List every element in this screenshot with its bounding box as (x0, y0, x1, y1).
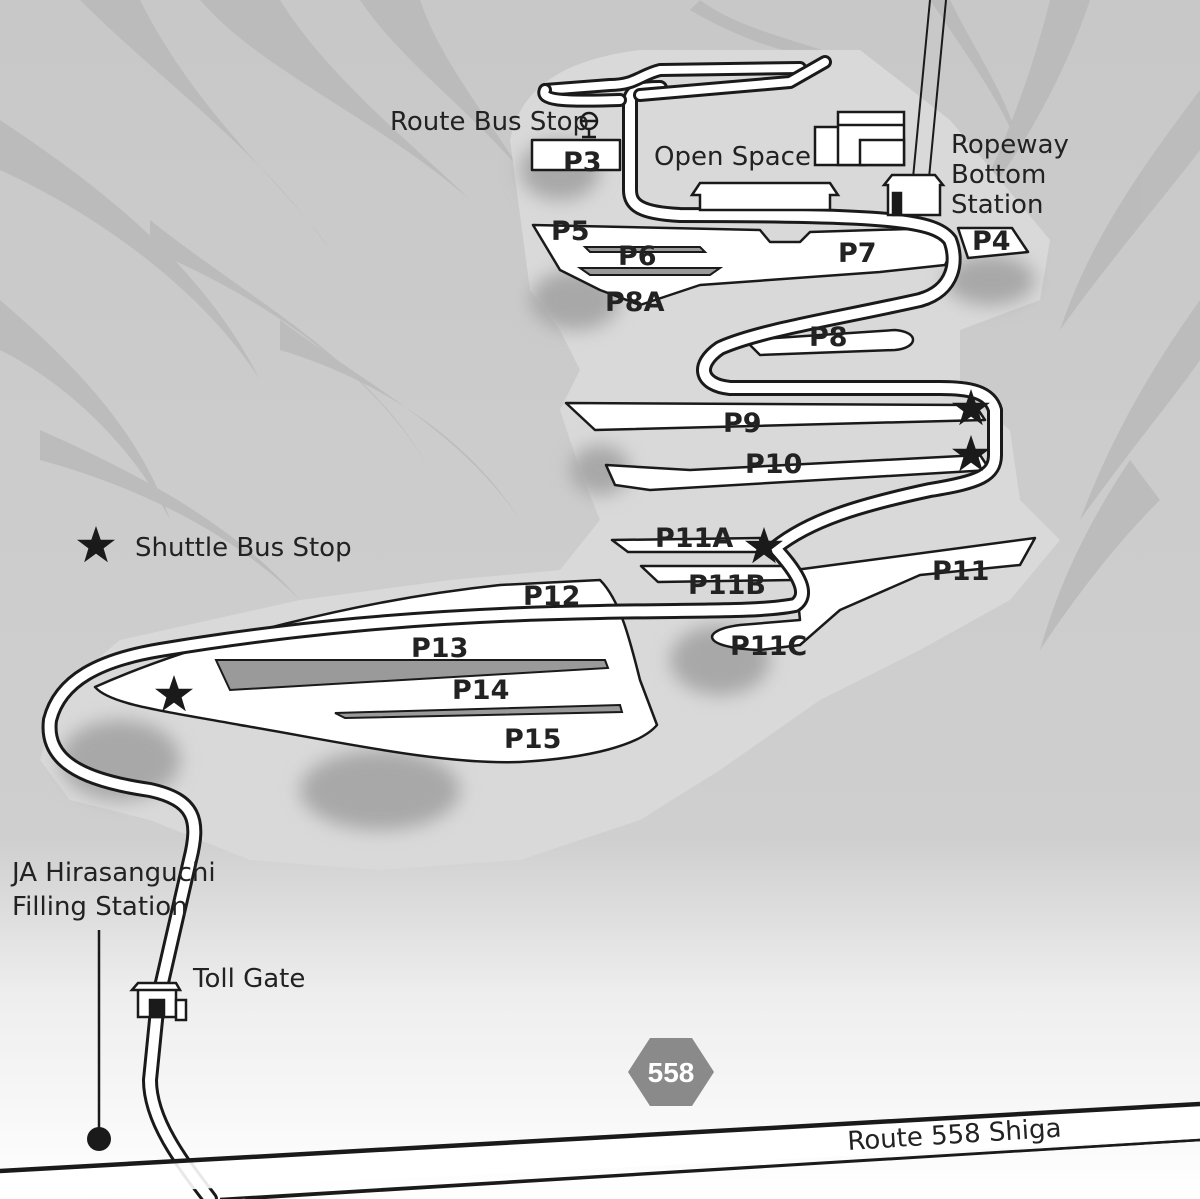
route-558-edge-top (0, 1103, 1200, 1174)
mountain-ridges (0, 0, 1200, 650)
parking-label-p9: P9 (723, 408, 762, 439)
shuttle-legend-label: Shuttle Bus Stop (135, 533, 352, 563)
parking-lot-p3[interactable] (530, 138, 622, 172)
route-bus-stop-icon[interactable] (579, 111, 599, 139)
route-bus-stop-label: Route Bus Stop (390, 107, 589, 137)
open-space-building[interactable] (813, 110, 906, 167)
ropeway-label-line2: Bottom (951, 160, 1046, 190)
shuttle-stop-star-icon[interactable] (745, 527, 783, 564)
parking-label-p12: P12 (523, 581, 580, 612)
parking-label-p14: P14 (452, 675, 509, 706)
ropeway-station-building[interactable] (881, 173, 946, 217)
ja-station-label-line1: JA Hirasanguchi (10, 858, 216, 888)
ropeway-cable (912, 0, 947, 179)
parking-label-p13: P13 (411, 633, 468, 664)
parking-label-p15: P15 (504, 724, 561, 755)
shuttle-bus-stops (77, 389, 990, 712)
buildings (129, 110, 946, 1022)
parking-labels: P3 P4 P5 P6 P7 P8A P8 P9 P10 P11A P11B P… (411, 147, 1011, 755)
ropeway-label-line3: Station (951, 190, 1043, 220)
parking-label-p11: P11 (932, 556, 989, 587)
shuttle-stop-star-icon[interactable] (952, 389, 990, 426)
route-shield-hexagon (628, 1038, 714, 1106)
parking-label-p3: P3 (563, 147, 602, 178)
route-number: 558 (648, 1057, 695, 1088)
parking-label-p6: P6 (618, 241, 657, 272)
place-labels: Route Bus Stop Open Space Ropeway Bottom… (10, 107, 1069, 1157)
route-558-surface (0, 1105, 1200, 1199)
access-road-surface (44, 83, 1000, 1199)
ja-station-label-line2: Filling Station (12, 892, 188, 922)
parking-label-p8: P8 (809, 322, 848, 353)
toll-gate-building[interactable] (129, 981, 188, 1022)
lot-dividers (214, 246, 724, 720)
ja-station-dot (87, 1127, 111, 1151)
hall-building[interactable] (689, 181, 841, 212)
open-space-label: Open Space (654, 142, 811, 172)
route-558-shield: 558 (628, 1038, 714, 1106)
parking-lot-p9[interactable] (564, 401, 987, 432)
parking-label-p4: P4 (972, 226, 1011, 257)
parking-lot-p8[interactable] (743, 328, 915, 357)
shuttle-stop-star-icon[interactable] (952, 435, 990, 472)
parking-label-p10: P10 (745, 449, 802, 480)
parking-lot-p4[interactable] (956, 226, 1030, 260)
parking-label-p11a: P11A (655, 523, 733, 554)
parking-lot-p11[interactable] (710, 536, 1037, 652)
parking-label-p7: P7 (838, 238, 877, 269)
shuttle-stop-star-icon[interactable] (155, 675, 193, 712)
ja-station-pointer (87, 930, 111, 1151)
parking-label-p11c: P11C (730, 631, 807, 662)
ropeway-label-line1: Ropeway (951, 130, 1069, 160)
parking-label-p5: P5 (551, 216, 590, 247)
toll-gate-label: Toll Gate (192, 964, 305, 994)
legend-star-icon (77, 526, 115, 563)
route-558-edge-bottom (244, 1138, 1200, 1199)
parking-label-p8a: P8A (605, 287, 665, 318)
parking-label-p11b: P11B (688, 570, 766, 601)
top-loop-roads (537, 55, 832, 108)
